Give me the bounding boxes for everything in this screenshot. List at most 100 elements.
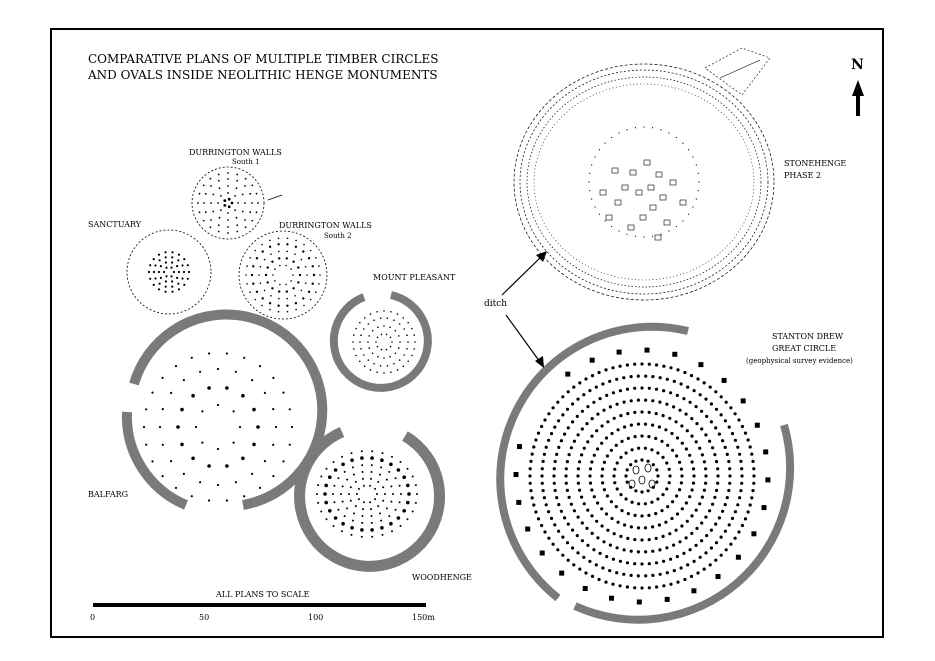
post-hole	[680, 441, 684, 445]
post-hole	[234, 209, 237, 212]
post-hole	[709, 528, 714, 532]
post-hole	[288, 408, 291, 411]
post-hole	[704, 474, 708, 478]
post-hole	[654, 511, 658, 516]
label-stanton-drew-sub: GREAT CIRCLE	[772, 344, 836, 353]
post-hole	[292, 287, 295, 290]
post-hole	[208, 499, 211, 502]
post-hole	[714, 407, 719, 411]
post-hole	[398, 501, 401, 504]
post-hole	[616, 520, 620, 524]
post-hole	[690, 460, 694, 464]
post-hole	[513, 472, 519, 477]
post-hole	[634, 489, 638, 493]
post-hole	[402, 509, 407, 513]
post-hole	[282, 391, 285, 394]
post-hole	[595, 429, 599, 433]
stone-setting	[635, 189, 643, 196]
label-sanctuary: SANCTUARY	[88, 220, 142, 229]
post-hole	[204, 211, 207, 214]
post-hole	[566, 522, 570, 526]
post-hole	[644, 398, 648, 402]
post-hole	[721, 377, 727, 383]
post-hole	[668, 474, 672, 478]
post-hole	[227, 192, 229, 194]
post-hole	[164, 251, 167, 254]
post-hole	[411, 510, 414, 513]
post-hole	[294, 302, 298, 305]
post-hole	[606, 420, 610, 424]
post-hole	[725, 452, 729, 456]
post-hole	[312, 273, 316, 277]
post-hole	[217, 179, 220, 182]
stanton-drew-ditch-west	[496, 322, 689, 602]
stonehenge-central-features	[588, 126, 700, 241]
stone-setting	[669, 179, 677, 186]
post-hole	[643, 422, 648, 426]
plan-stonehenge	[513, 47, 775, 301]
post-hole	[241, 210, 244, 213]
stone-hole	[698, 181, 700, 183]
post-hole	[367, 359, 370, 361]
post-hole	[752, 474, 756, 478]
post-hole	[255, 257, 259, 260]
post-hole	[640, 538, 644, 542]
post-hole	[406, 518, 409, 521]
post-hole	[362, 484, 365, 487]
post-hole	[227, 185, 229, 187]
post-hole	[553, 523, 557, 527]
post-hole	[369, 313, 372, 315]
post-hole	[723, 503, 727, 507]
post-hole	[647, 586, 651, 590]
post-hole	[723, 529, 728, 533]
post-hole	[375, 341, 377, 343]
post-hole	[657, 523, 662, 527]
post-hole	[556, 548, 560, 552]
post-hole	[692, 474, 696, 478]
post-hole	[212, 193, 215, 196]
post-hole	[407, 341, 409, 343]
post-hole	[165, 266, 168, 269]
post-hole	[566, 558, 570, 562]
post-hole	[590, 417, 594, 421]
post-hole	[272, 475, 275, 478]
stone-hole	[687, 149, 690, 151]
post-hole	[380, 348, 383, 351]
post-hole	[528, 474, 532, 478]
stone-setting	[679, 199, 687, 206]
post-hole	[578, 567, 582, 571]
post-hole	[528, 481, 532, 485]
post-hole	[608, 569, 612, 573]
post-hole	[614, 505, 618, 509]
post-hole	[547, 438, 551, 442]
post-hole	[390, 485, 393, 488]
post-hole	[733, 412, 737, 416]
post-hole	[565, 460, 570, 464]
post-hole	[602, 488, 607, 492]
post-hole	[664, 596, 670, 602]
post-hole	[162, 270, 166, 274]
post-hole	[675, 436, 680, 440]
post-hole	[316, 493, 318, 495]
post-hole	[640, 362, 644, 366]
post-hole	[675, 555, 679, 559]
post-hole	[332, 493, 334, 495]
post-hole	[541, 459, 545, 463]
north-arrow: N	[851, 57, 864, 116]
post-hole	[399, 341, 401, 343]
post-hole	[690, 488, 694, 492]
post-hole	[147, 270, 151, 274]
post-hole	[154, 277, 157, 280]
post-hole	[643, 446, 648, 450]
balfarg-ditch-south	[121, 411, 189, 510]
post-hole	[385, 348, 388, 351]
post-hole	[728, 467, 732, 471]
ditch-annotation: ditch	[484, 251, 547, 368]
post-hole	[691, 481, 696, 485]
post-hole	[266, 266, 269, 269]
post-hole	[292, 274, 294, 276]
post-hole	[761, 505, 767, 511]
post-hole	[590, 531, 594, 536]
post-hole	[661, 455, 665, 459]
post-hole	[658, 548, 662, 552]
